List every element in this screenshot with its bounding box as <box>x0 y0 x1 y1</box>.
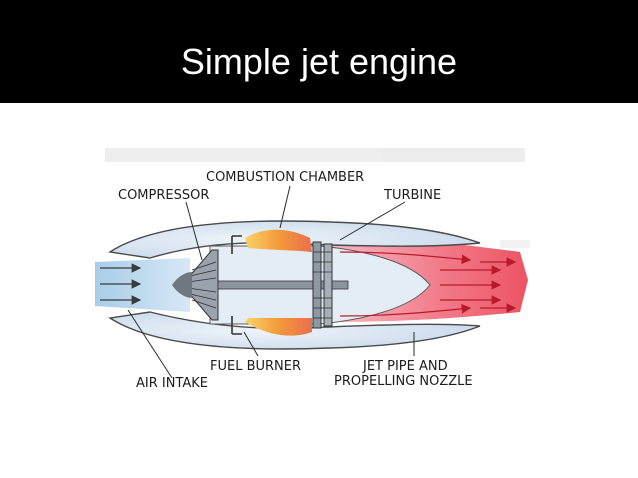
intake-arrows <box>100 263 142 305</box>
engine-shaft <box>217 280 349 290</box>
label-jet-pipe-line2: PROPELLING NOZZLE <box>334 374 473 389</box>
jet-engine-diagram: COMBUSTION CHAMBER COMPRESSOR TURBINE FU… <box>95 148 530 391</box>
turbine-assembly <box>312 241 333 329</box>
label-air-intake: AIR INTAKE <box>136 376 208 391</box>
label-compressor: COMPRESSOR <box>118 188 209 203</box>
title-bar: Simple jet engine <box>0 0 638 103</box>
label-jet-pipe-line1: JET PIPE AND <box>362 359 448 374</box>
combustion-flame-lower <box>245 318 312 336</box>
label-fuel-burner: FUEL BURNER <box>210 359 301 374</box>
slide-title: Simple jet engine <box>180 41 458 82</box>
fuel-burners <box>231 235 242 335</box>
intake-air-flow <box>95 258 190 312</box>
label-turbine: TURBINE <box>383 188 441 203</box>
background-print <box>105 148 530 248</box>
label-combustion-chamber: COMBUSTION CHAMBER <box>206 170 364 185</box>
exhaust-arrows <box>339 251 517 317</box>
leader-lines <box>127 185 415 379</box>
combustion-flame-upper <box>245 229 312 252</box>
